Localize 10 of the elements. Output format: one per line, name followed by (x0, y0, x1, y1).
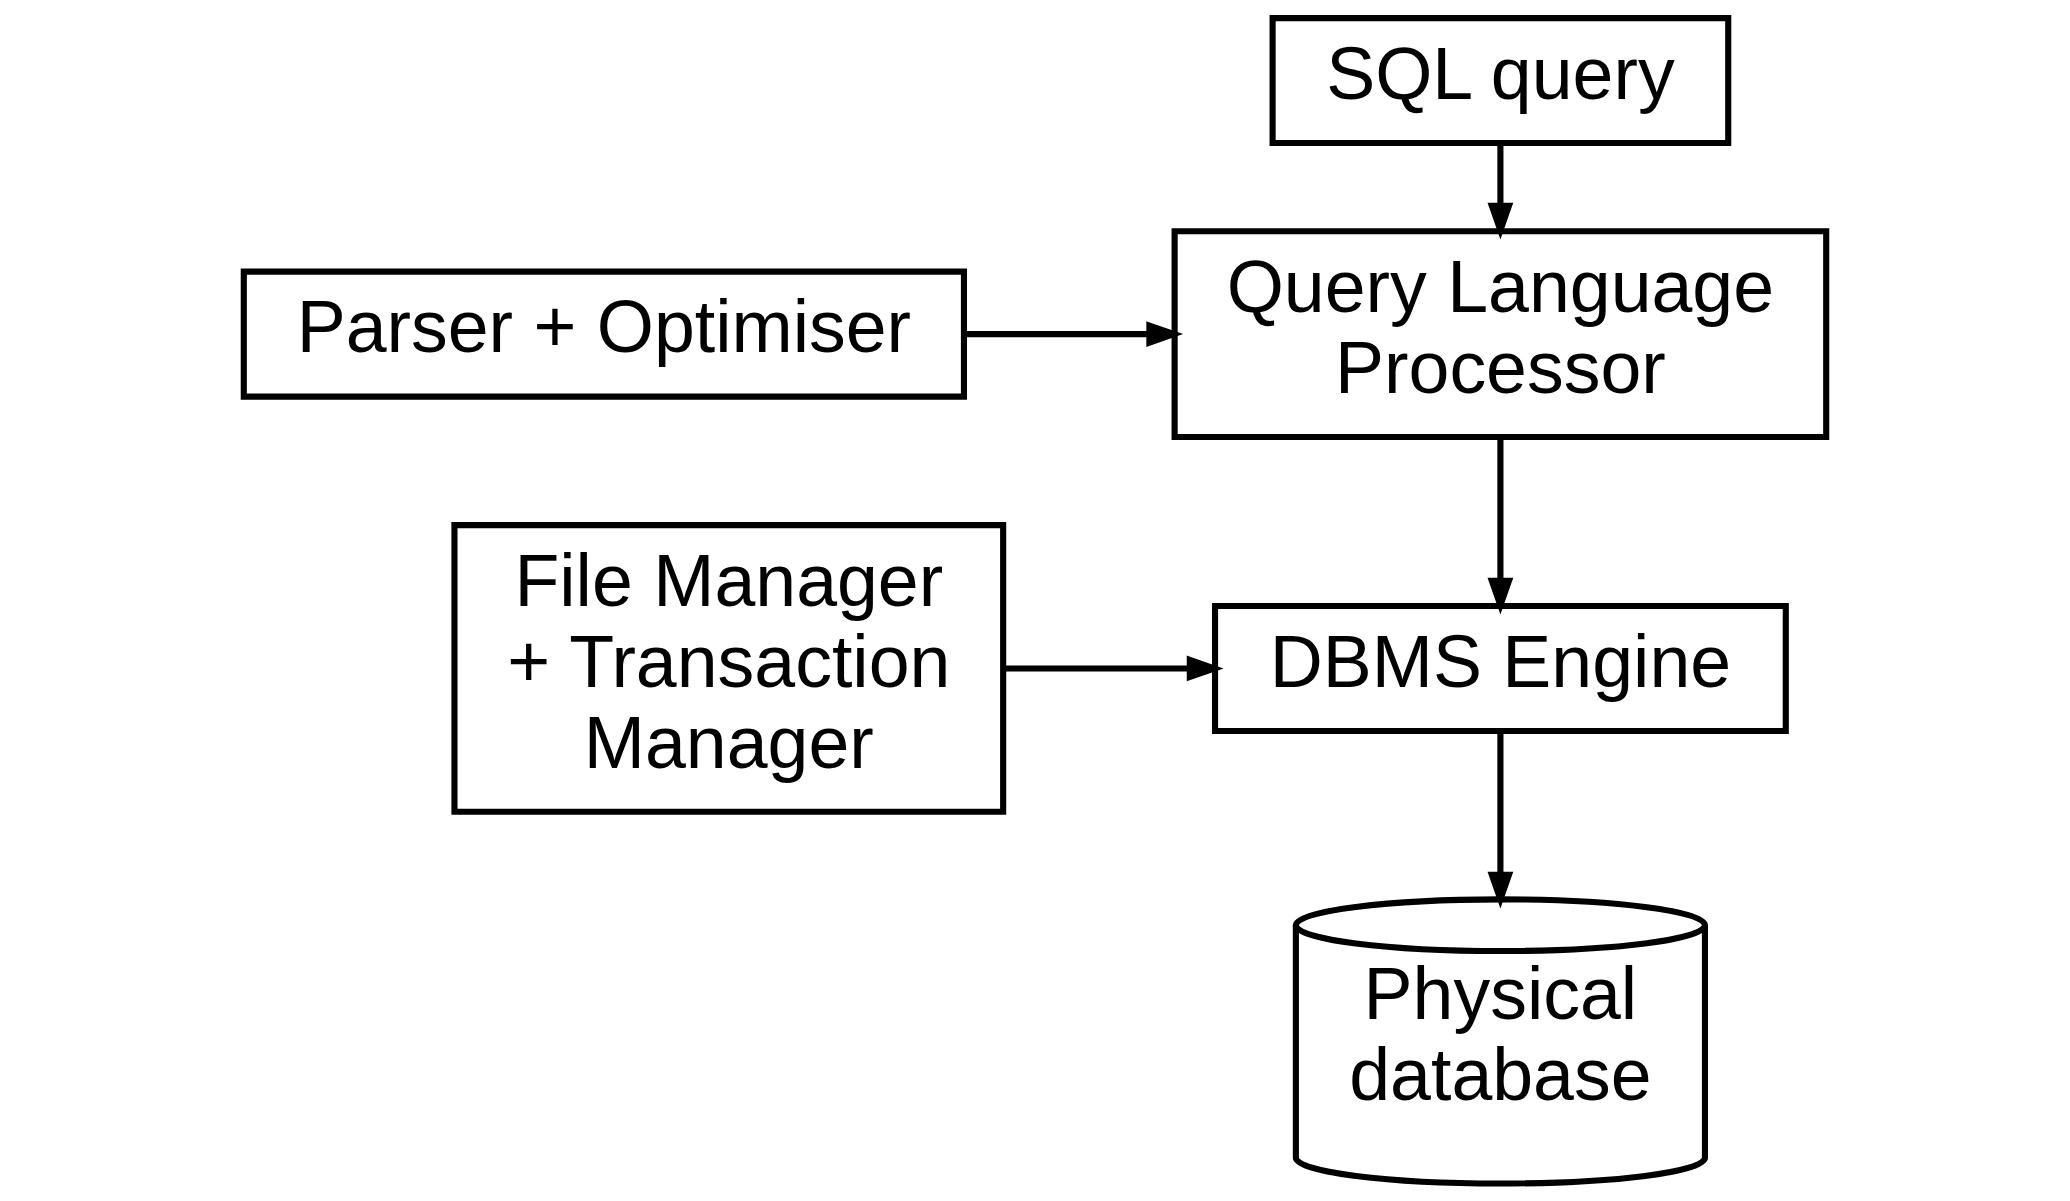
node-box: Parser + Optimiser (240, 268, 967, 400)
arrow (1487, 437, 1514, 615)
arrow (1003, 655, 1224, 682)
node-box: DBMS Engine (1212, 602, 1789, 734)
node-box: File Manager + Transaction Manager (451, 522, 1007, 815)
arrow (1487, 731, 1514, 909)
node-box: SQL query (1269, 15, 1732, 147)
arrow (964, 321, 1184, 347)
arrow (1487, 143, 1514, 240)
node-box: Query Language Processor (1171, 228, 1830, 441)
